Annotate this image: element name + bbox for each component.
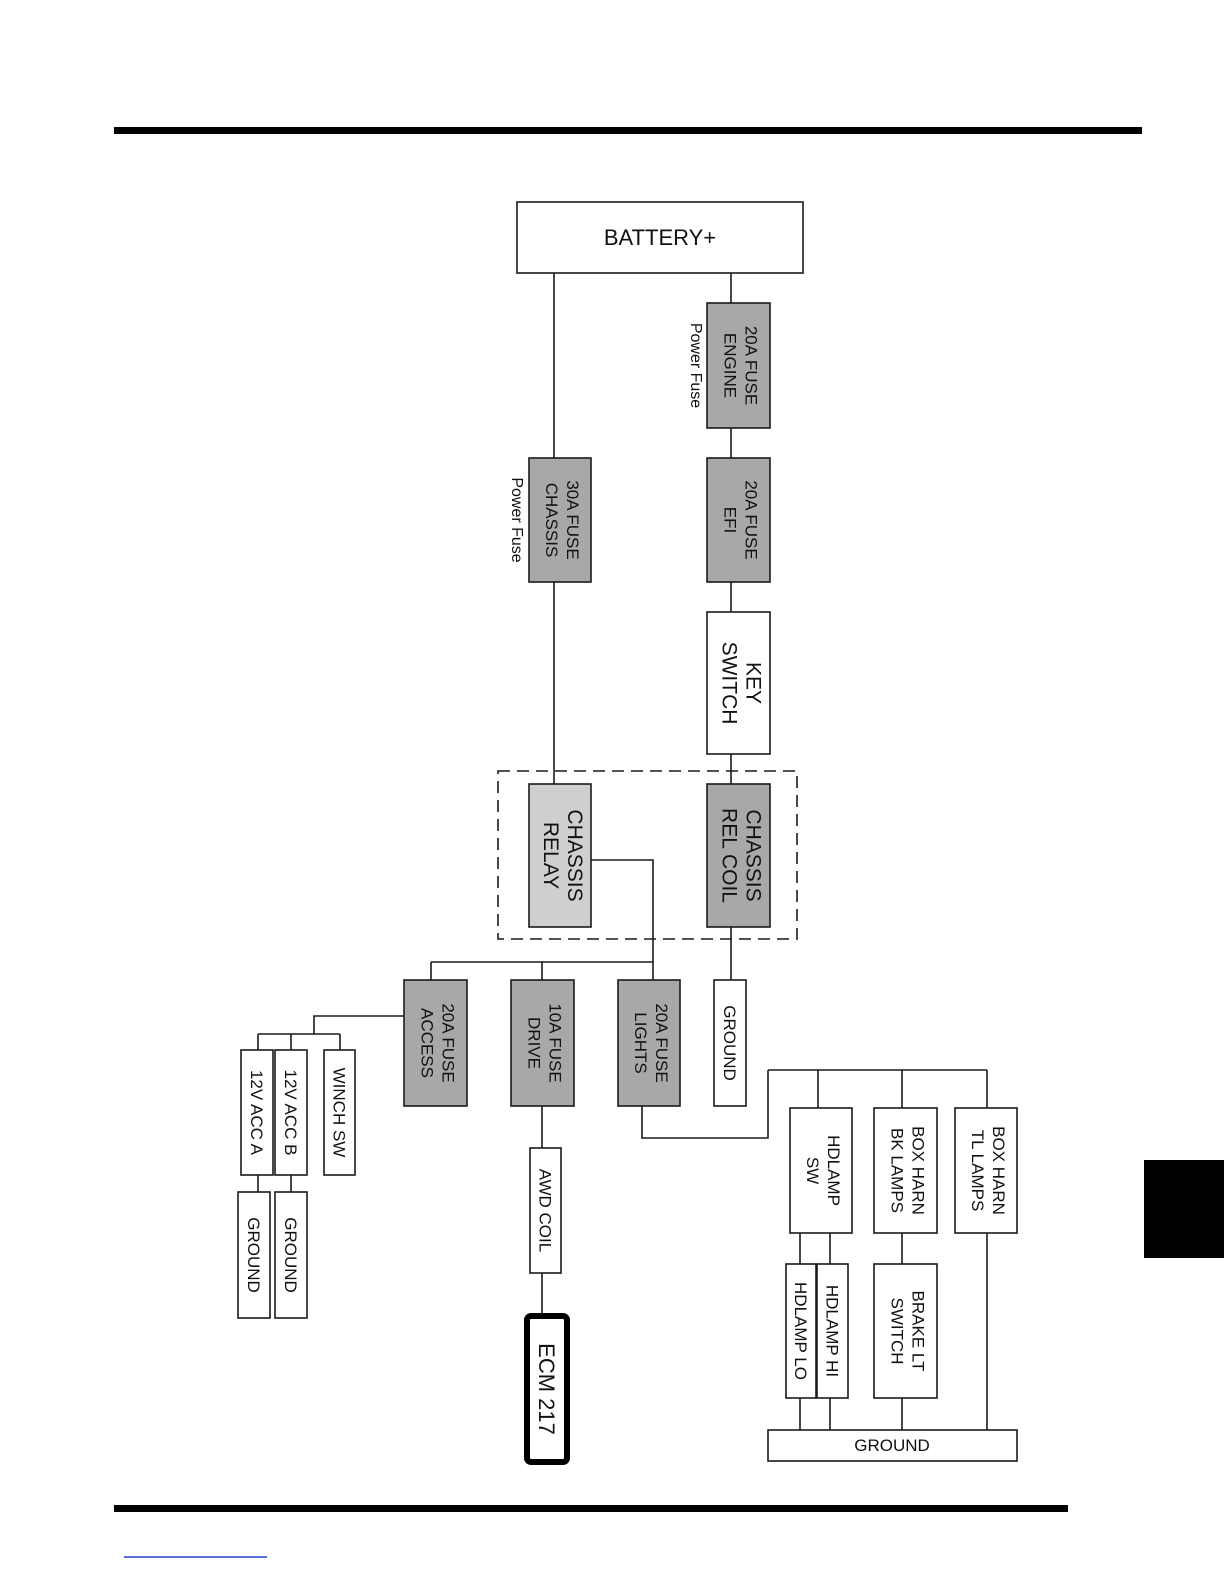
- relay-enclosure: [497, 770, 798, 940]
- fuse-lights-line2: LIGHTS: [631, 1012, 650, 1073]
- fuse-efi-line1: 20A FUSE: [742, 480, 761, 559]
- awd-coil-box: AWD COIL: [529, 1147, 562, 1274]
- bottom-rule: [114, 1505, 1068, 1512]
- ground-acc-b-label: GROUND: [281, 1217, 300, 1293]
- key-switch-line1: KEY: [742, 662, 765, 704]
- fuse-chassis: 30A FUSE CHASSIS: [528, 457, 592, 583]
- winch-sw-label: WINCH SW: [330, 1068, 349, 1158]
- fuse-drive: 10A FUSE DRIVE: [510, 979, 575, 1107]
- top-rule: [114, 127, 1142, 134]
- key-switch-box: KEY SWITCH: [706, 611, 771, 755]
- acc-b-label: 12V ACC B: [281, 1070, 300, 1156]
- wire-relay-out: [590, 859, 654, 962]
- hdlamp-sw-box: HDLAMP SW: [789, 1107, 853, 1234]
- ecm-box: ECM 217: [524, 1313, 570, 1465]
- fuse-access-line2: ACCESS: [418, 1008, 437, 1078]
- fuse-drive-line2: DRIVE: [525, 1017, 544, 1069]
- fuse-engine-note: Power Fuse: [687, 323, 704, 408]
- fuse-chassis-line1: 30A FUSE: [563, 480, 582, 559]
- fuse-engine-line1: 20A FUSE: [742, 326, 761, 405]
- ground-main-label: GROUND: [854, 1436, 930, 1455]
- wire-access-branch: [313, 1015, 404, 1034]
- section-tab: [1144, 1160, 1224, 1258]
- ground-coil-label: GROUND: [720, 1005, 739, 1081]
- hdlamp-hi-box: HDLAMP HI: [816, 1263, 849, 1399]
- acc-a-box: 12V ACC A: [240, 1049, 274, 1176]
- acc-b-box: 12V ACC B: [274, 1049, 308, 1176]
- fuse-chassis-note: Power Fuse: [508, 477, 525, 562]
- ecm-label: ECM 217: [534, 1343, 559, 1435]
- fuse-engine: 20A FUSE ENGINE: [706, 302, 771, 429]
- awd-coil-label: AWD COIL: [536, 1169, 555, 1252]
- fuse-engine-line2: ENGINE: [721, 333, 740, 398]
- fuse-lights-line1: 20A FUSE: [652, 1003, 671, 1082]
- wire-lights-lampbus: [641, 1070, 769, 1139]
- hdlamp-lo-label: HDLAMP LO: [791, 1282, 810, 1380]
- key-switch-line2: SWITCH: [718, 642, 741, 725]
- chassis-relay-line1: CHASSIS: [563, 809, 586, 901]
- winch-sw-box: WINCH SW: [323, 1049, 356, 1176]
- box-harn-bk-box: BOX HARN BK LAMPS: [873, 1107, 938, 1234]
- battery-label: BATTERY+: [604, 225, 716, 250]
- chassis-relay-box: CHASSIS RELAY: [528, 783, 592, 928]
- wires: [257, 273, 988, 1430]
- box-harn-tl-line2: TL LAMPS: [968, 1130, 987, 1212]
- box-harn-bk-line2: BK LAMPS: [888, 1128, 907, 1213]
- chassis-rel-coil-box: CHASSIS REL COIL: [706, 783, 771, 928]
- fuse-lights: 20A FUSE LIGHTS: [617, 979, 681, 1107]
- brake-lt-switch-box: BRAKE LT SWITCH: [873, 1263, 938, 1399]
- ground-main-box: GROUND: [767, 1429, 1018, 1462]
- hdlamp-lo-box: HDLAMP LO: [785, 1263, 817, 1399]
- brake-lt-switch-line1: BRAKE LT: [909, 1291, 928, 1372]
- box-harn-tl-box: BOX HARN TL LAMPS: [954, 1107, 1018, 1234]
- footer-link[interactable]: [124, 1556, 267, 1558]
- hdlamp-hi-label: HDLAMP HI: [823, 1285, 842, 1377]
- fuse-access-line1: 20A FUSE: [439, 1003, 458, 1082]
- ground-acc-b-box: GROUND: [274, 1191, 308, 1319]
- hdlamp-sw-line1: HDLAMP: [824, 1135, 843, 1206]
- chassis-rel-coil-line1: CHASSIS: [742, 809, 765, 901]
- battery-box: BATTERY+: [516, 201, 804, 274]
- fuse-efi-line2: EFI: [721, 507, 740, 533]
- fuse-chassis-line2: CHASSIS: [542, 483, 561, 558]
- acc-a-label: 12V ACC A: [247, 1070, 266, 1156]
- hdlamp-sw-line2: SW: [803, 1157, 822, 1184]
- box-harn-tl-line1: BOX HARN: [989, 1126, 1008, 1215]
- ground-coil-box: GROUND: [713, 979, 747, 1107]
- fuse-access: 20A FUSE ACCESS: [403, 979, 468, 1107]
- chassis-rel-coil-line2: REL COIL: [718, 808, 741, 903]
- fuse-drive-line1: 10A FUSE: [546, 1003, 565, 1082]
- fuse-efi: 20A FUSE EFI: [706, 457, 771, 583]
- chassis-relay-line2: RELAY: [539, 822, 562, 889]
- ground-acc-a-label: GROUND: [244, 1217, 263, 1293]
- box-harn-bk-line1: BOX HARN: [909, 1126, 928, 1215]
- ground-acc-a-box: GROUND: [237, 1191, 271, 1319]
- brake-lt-switch-line2: SWITCH: [888, 1297, 907, 1364]
